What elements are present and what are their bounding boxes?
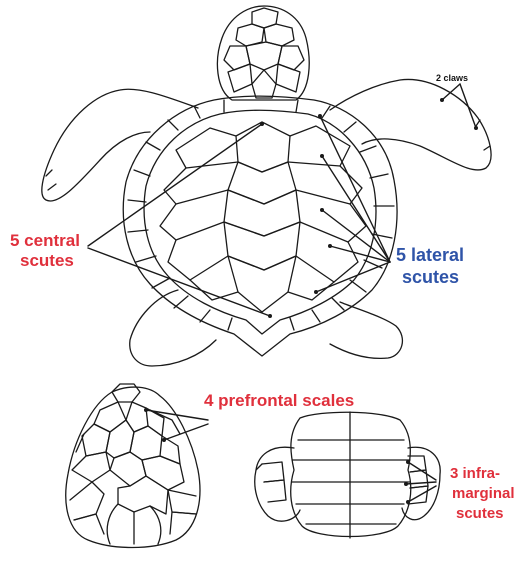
- pointer-lines: [88, 84, 476, 502]
- lateral-scutes-label-line2: scutes: [402, 268, 459, 287]
- inframarginal-label-line3: scutes: [456, 506, 504, 522]
- central-pointer-1: [88, 124, 262, 246]
- central-scutes-label-line1: 5 central: [10, 232, 80, 250]
- inframarginal-pointer-1: [408, 462, 436, 480]
- central-pointer-2: [88, 248, 270, 316]
- lateral-pointer-1: [320, 116, 390, 262]
- inframarginal-label-line2: marginal: [452, 486, 515, 502]
- prefrontal-pointer-1: [146, 410, 208, 420]
- claws-pointer-2: [460, 84, 476, 128]
- rear-flippers: [130, 290, 403, 366]
- central-scutes-label-line2: scutes: [20, 252, 74, 270]
- inframarginal-label-line1: 3 infra-: [450, 466, 500, 482]
- carapace: [123, 96, 397, 356]
- pointer-arrowheads: [144, 98, 478, 504]
- head-top-view: [217, 6, 309, 100]
- plastron: [255, 412, 440, 538]
- claws-label: 2 claws: [436, 74, 468, 83]
- head-detail-view: [66, 384, 200, 548]
- lateral-scutes-label-line1: 5 lateral: [396, 246, 464, 265]
- prefrontal-scales-label: 4 prefrontal scales: [204, 392, 354, 410]
- prefrontal-pointer-2: [164, 424, 208, 440]
